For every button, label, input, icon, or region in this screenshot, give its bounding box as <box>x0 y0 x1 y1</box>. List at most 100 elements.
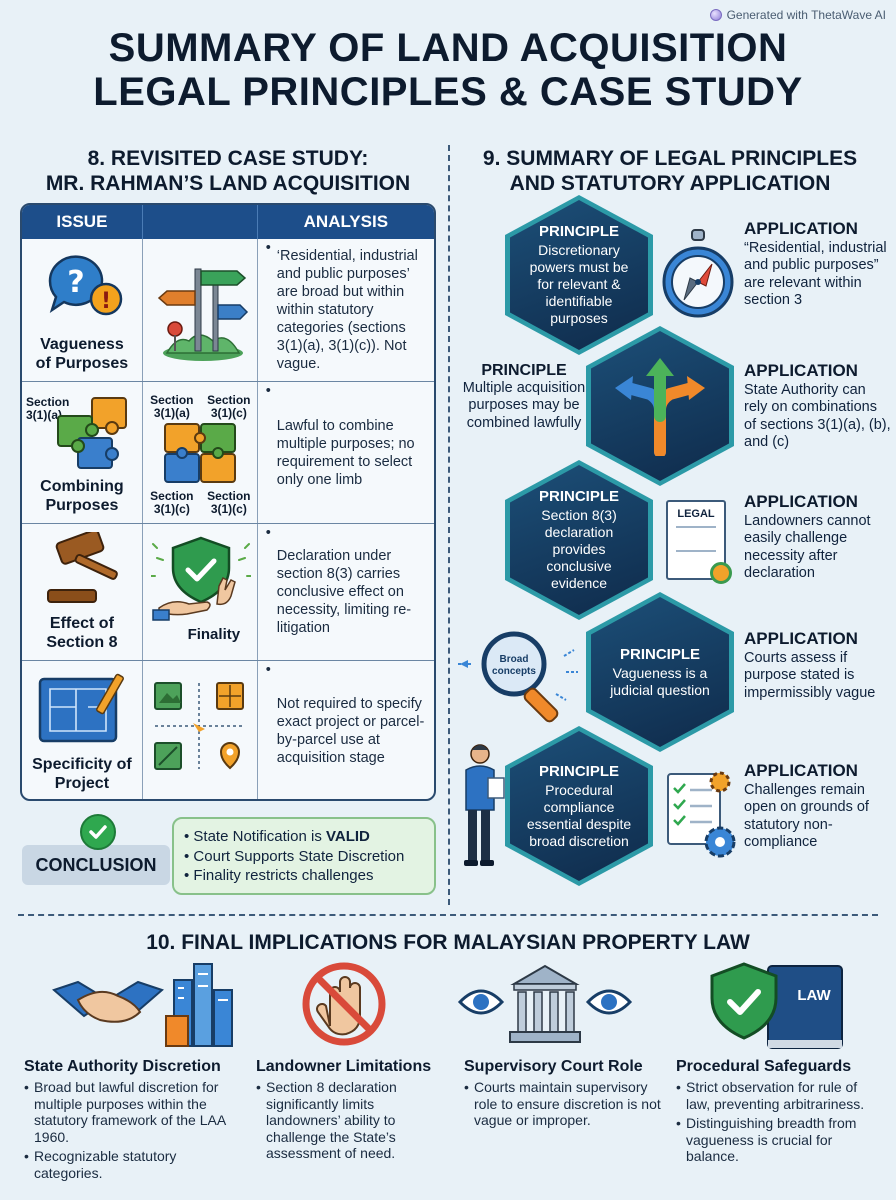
issue-cell: Effect of Section 8 <box>22 524 143 660</box>
implication-heading: Supervisory Court Role <box>464 1058 643 1075</box>
conclusion-text: Finality restricts challenges <box>193 867 374 884</box>
implication-bullet: Strict observation for rule of law, prev… <box>676 1079 876 1112</box>
issue-vagueness-label: Vagueness of Purposes <box>22 335 142 373</box>
principle-hex-5: PRINCIPLE Procedural compliance essentia… <box>505 726 653 886</box>
conclusion-text: Court Supports State Discretion <box>193 847 405 865</box>
bullet: • <box>265 525 271 541</box>
application-1: APPLICATION “Residential, industrial and… <box>744 220 892 310</box>
blueprint-icon <box>38 673 124 743</box>
implication-bullets: Section 8 declaration significantly limi… <box>256 1079 446 1162</box>
application-heading: APPLICATION <box>744 219 858 238</box>
conclusion-valid: VALID <box>325 828 370 845</box>
issue-line: Purposes <box>45 497 119 514</box>
land-parcels-icon <box>153 682 244 770</box>
principle-text: Discretionary powers must be for relevan… <box>529 242 629 326</box>
analysis-section8: Declaration under section 8(3) carries c… <box>276 548 412 636</box>
application-text: State Authority can rely on combinations… <box>744 381 891 451</box>
gavel-icon <box>47 532 118 603</box>
legal-doc-label: LEGAL <box>677 508 715 520</box>
page-title: SUMMARY OF LAND ACQUISITION LEGAL PRINCI… <box>0 26 896 114</box>
icon-cell <box>143 239 258 381</box>
lens-label: Broad <box>500 654 529 665</box>
principle-hex-inner: PRINCIPLE Section 8(3) declaration provi… <box>510 465 648 615</box>
principle-hex-inner <box>591 331 729 481</box>
section-label: Section 3(1)(a) <box>26 395 70 422</box>
svg-text:!: ! <box>101 289 111 314</box>
issue-line: Combining <box>40 478 124 495</box>
case-study-title-line2: MR. RAHMAN’S LAND ACQUISITION <box>45 172 411 195</box>
application-heading: APPLICATION <box>744 492 858 511</box>
issue-specificity-label: Specificity of Project <box>22 755 142 793</box>
implication-landowner: Landowner Limitations Section 8 declarat… <box>256 1058 446 1165</box>
horizontal-divider <box>18 914 878 916</box>
person-reading-icon <box>464 744 505 866</box>
application-heading: APPLICATION <box>744 629 858 648</box>
analysis-cell: • Declaration under section 8(3) carries … <box>258 524 434 660</box>
issue-line: of Purposes <box>35 355 129 372</box>
implication-bullets: Courts maintain supervisory role to ensu… <box>464 1079 664 1129</box>
icon-cell: Finality <box>143 524 258 660</box>
issue-line: Effect of <box>49 615 114 632</box>
puzzle-icon <box>163 423 236 483</box>
principle-text: Section 8(3) declaration provides conclu… <box>541 507 617 591</box>
implication-heading: State Authority Discretion <box>24 1058 221 1075</box>
section-label: Section 3(1)(c) <box>207 489 251 516</box>
header-blank <box>143 205 258 239</box>
application-2: APPLICATION State Authority can rely on … <box>744 362 892 452</box>
principle-heading: PRINCIPLE <box>538 488 619 505</box>
checklist-gear-icon <box>667 771 736 858</box>
bullet: • <box>265 383 271 399</box>
principle-heading: PRINCIPLE <box>619 645 700 663</box>
principle-text: Vagueness is a judicial question <box>610 664 710 698</box>
table-row: ? ! Vagueness of Purposes <box>22 239 434 381</box>
case-study-title-line1: 8. REVISITED CASE STUDY: <box>87 147 369 170</box>
application-heading: APPLICATION <box>744 361 858 380</box>
application-3: APPLICATION Landowners cannot easily cha… <box>744 493 892 583</box>
conclusion-item: • Finality restricts challenges <box>184 867 374 884</box>
case-study-table: ISSUE ANALYSIS ? ! Vagueness of Purposes <box>20 203 436 801</box>
watermark: Generated with ThetaWave AI <box>709 8 886 22</box>
implication-safeguards: Procedural Safeguards Strict observation… <box>676 1058 876 1168</box>
analysis-vagueness: ‘Residential, industrial and public purp… <box>276 248 418 372</box>
principle-2: PRINCIPLE Multiple acquisition purposes … <box>462 362 586 432</box>
principle-hex-3: PRINCIPLE Section 8(3) declaration provi… <box>505 460 653 620</box>
implications-title: 10. FINAL IMPLICATIONS FOR MALAYSIAN PRO… <box>146 931 750 954</box>
conclusion-label: CONCLUSION <box>22 845 170 885</box>
principle-heading: PRINCIPLE <box>538 223 619 240</box>
analysis-text: • Declaration under section 8(3) carries … <box>266 524 428 660</box>
implication-bullet: Recognizable statutory categories. <box>24 1148 239 1181</box>
issue-section8-label: Effect of Section 8 <box>22 614 142 652</box>
principle-hex-inner: PRINCIPLE Vagueness is a judicial questi… <box>591 597 729 747</box>
implication-heading: Landowner Limitations <box>256 1058 432 1075</box>
principle-text: Multiple acquisition purposes may be com… <box>462 379 586 431</box>
signpost-icon <box>157 268 248 361</box>
issue-cell: ? ! Vagueness of Purposes <box>22 239 143 381</box>
vertical-divider <box>448 145 450 905</box>
principle-hex-inner: PRINCIPLE Discretionary powers must be f… <box>510 200 648 350</box>
principle-hex-2 <box>586 326 734 486</box>
application-text: “Residential, industrial and public purp… <box>744 239 887 309</box>
application-4: APPLICATION Courts assess if purpose sta… <box>744 630 892 702</box>
implication-court: Supervisory Court Role Courts maintain s… <box>464 1058 664 1132</box>
svg-text:?: ? <box>67 265 84 300</box>
application-text: Courts assess if purpose stated is imper… <box>744 649 876 701</box>
case-study-title: 8. REVISITED CASE STUDY: MR. RAHMAN’S LA… <box>20 146 436 196</box>
application-5: APPLICATION Challenges remain open on gr… <box>744 762 892 852</box>
principles-title-line1: 9. SUMMARY OF LEGAL PRINCIPLES <box>482 147 858 170</box>
courthouse-icon <box>457 964 633 1043</box>
table-row: Specificity of Project •Not required to … <box>22 660 434 799</box>
implication-heading: Procedural Safeguards <box>676 1058 852 1075</box>
principles-title: 9. SUMMARY OF LEGAL PRINCIPLES AND STATU… <box>460 146 880 196</box>
finality-label: Finality <box>187 626 241 643</box>
implication-bullet: Section 8 declaration significantly limi… <box>256 1079 446 1162</box>
page-title-line2: LEGAL PRINCIPLES & CASE STUDY <box>93 70 803 114</box>
seal-icon <box>710 562 732 584</box>
issue-line: Project <box>54 775 110 792</box>
issue-cell: Specificity of Project <box>22 661 143 799</box>
section-label: Section 3(1)(c) <box>207 393 251 420</box>
analysis-text: •Not required to specify exact project o… <box>266 661 428 799</box>
principle-hex-1: PRINCIPLE Discretionary powers must be f… <box>505 195 653 355</box>
check-icon <box>80 814 116 850</box>
bullet: • <box>265 240 271 256</box>
icon-cell: Section 3(1)(a) Section 3(1)(c) Section … <box>143 382 258 523</box>
